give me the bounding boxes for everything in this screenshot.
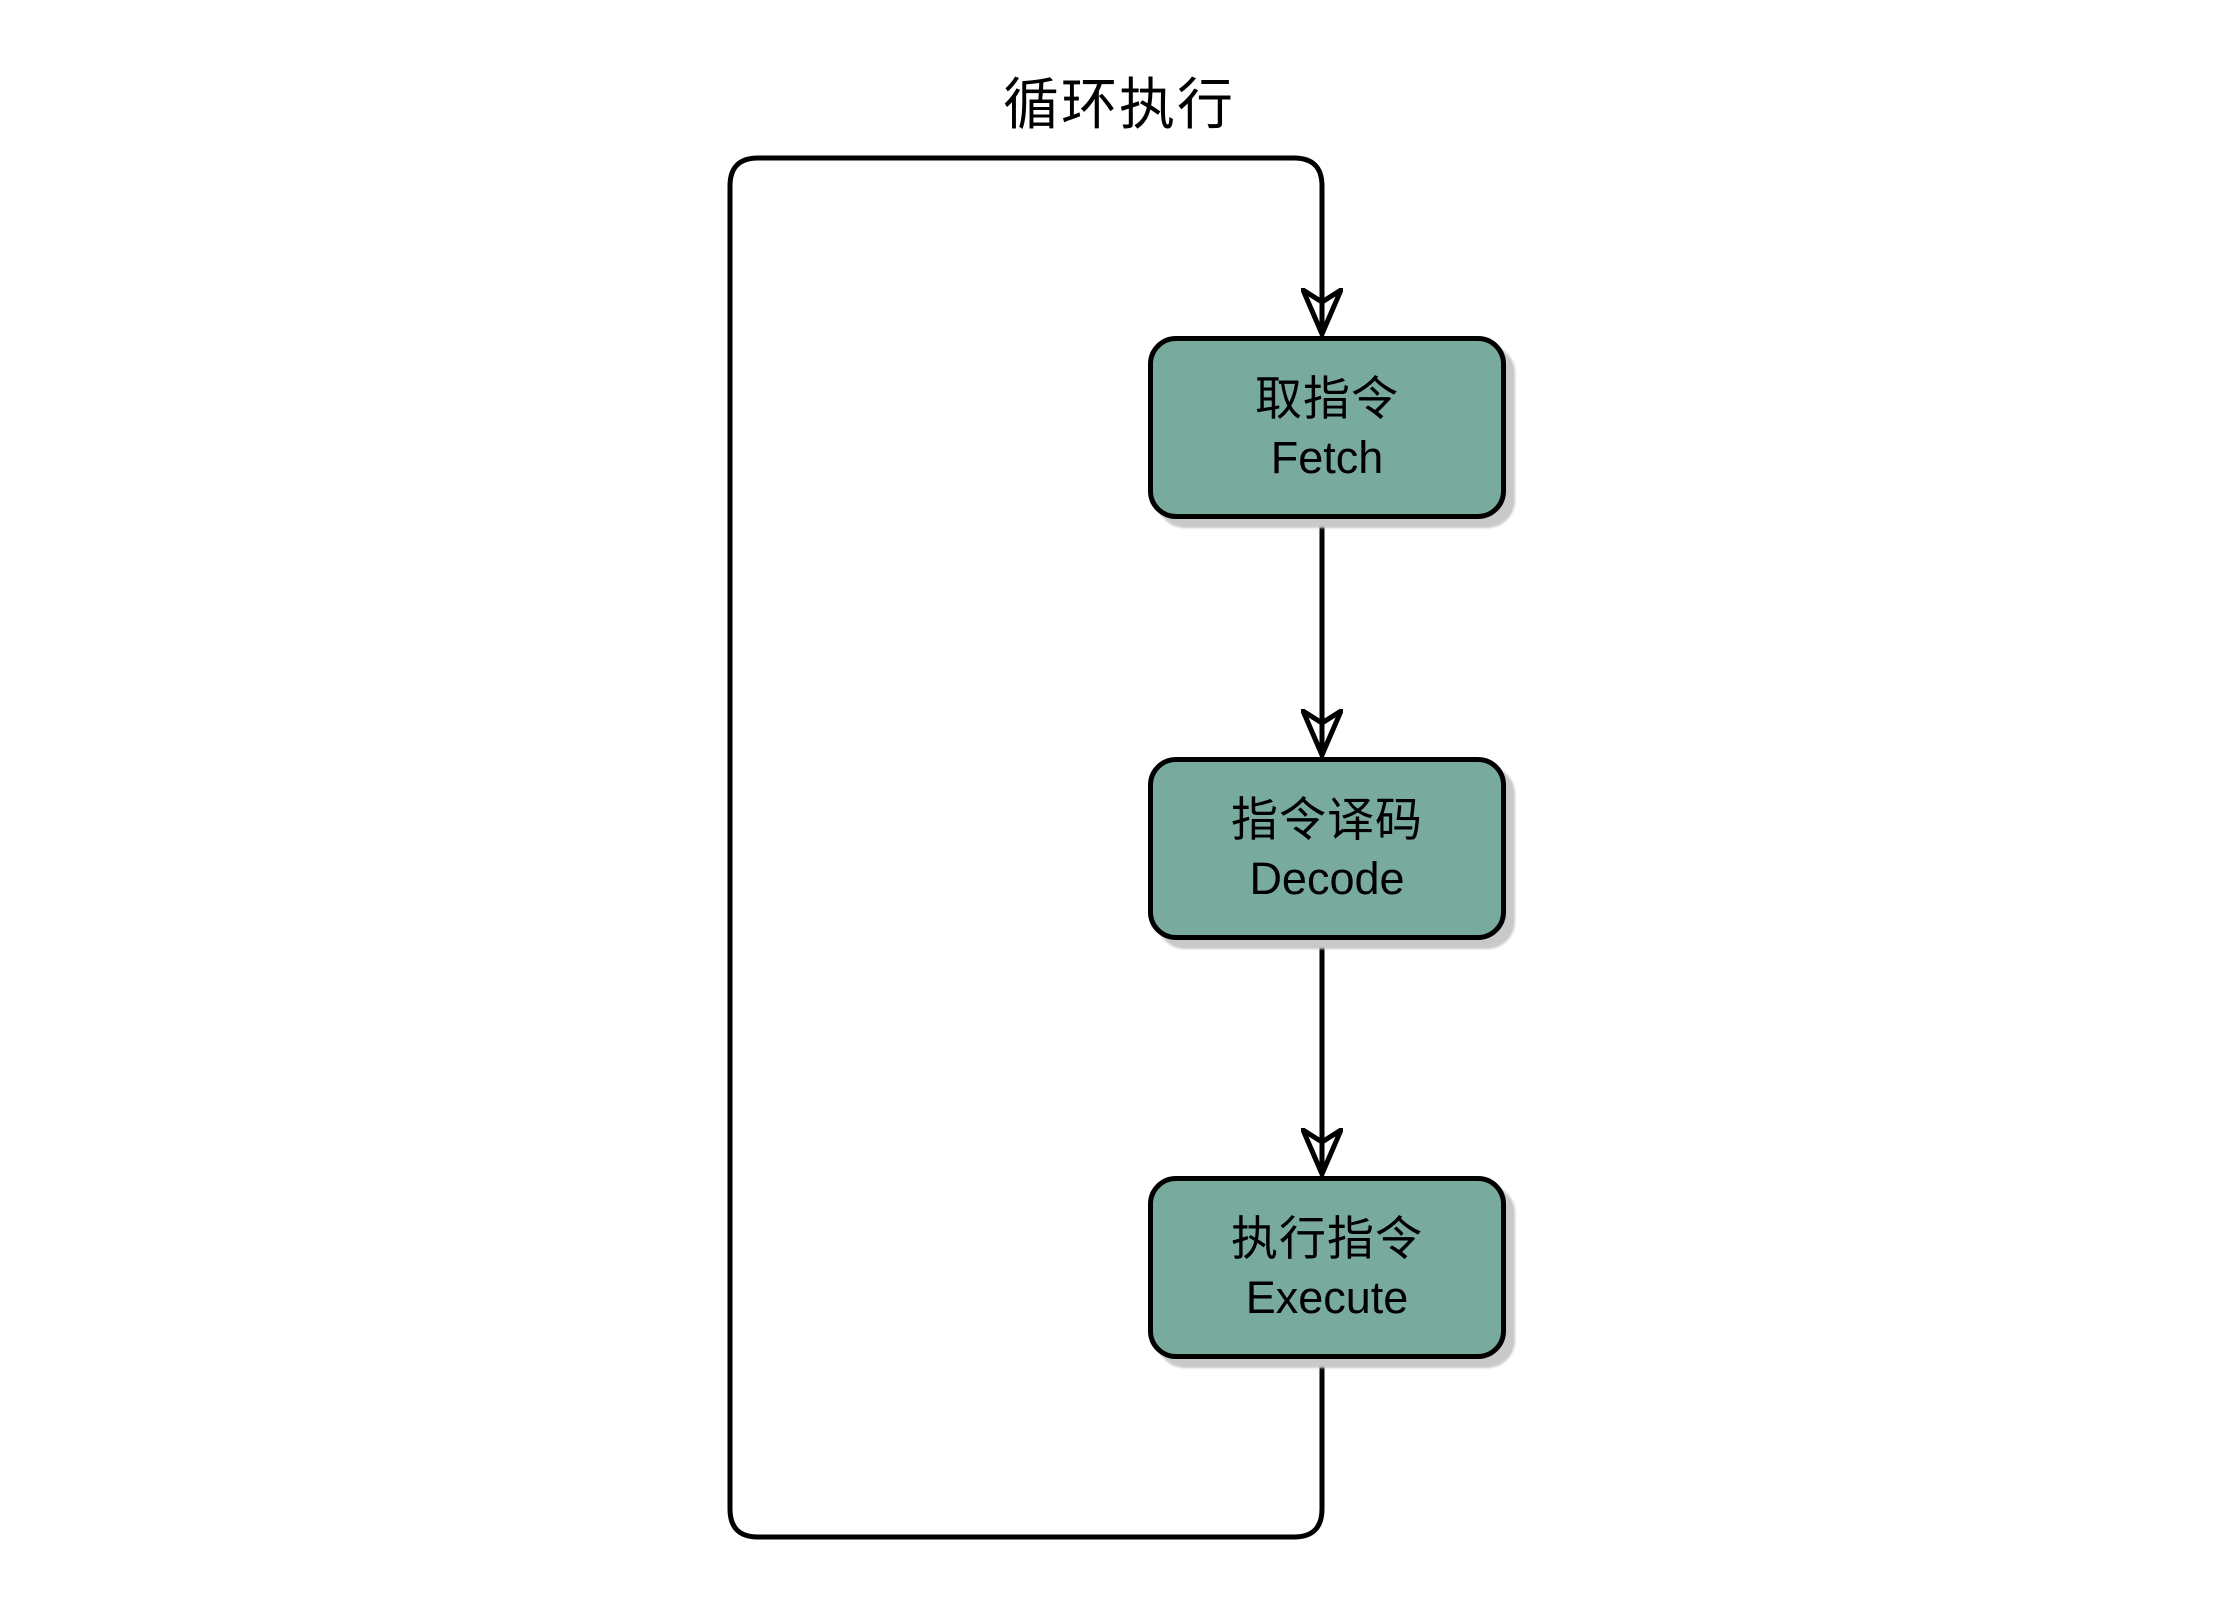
node-fetch: 取指令 Fetch [1148,336,1506,519]
node-fetch-label-en: Fetch [1270,431,1384,483]
node-decode-label-zh: 指令译码 [1231,792,1423,846]
node-execute-label-zh: 执行指令 [1231,1211,1423,1265]
node-fetch-label-zh: 取指令 [1255,371,1399,425]
node-decode: 指令译码 Decode [1148,757,1506,940]
node-decode-label-en: Decode [1249,852,1405,904]
loop-connector-execute-to-fetch [727,155,1322,1540]
node-execute: 执行指令 Execute [1148,1176,1506,1359]
node-execute-label-en: Execute [1245,1271,1409,1323]
loop-label: 循环执行 [1003,73,1235,136]
